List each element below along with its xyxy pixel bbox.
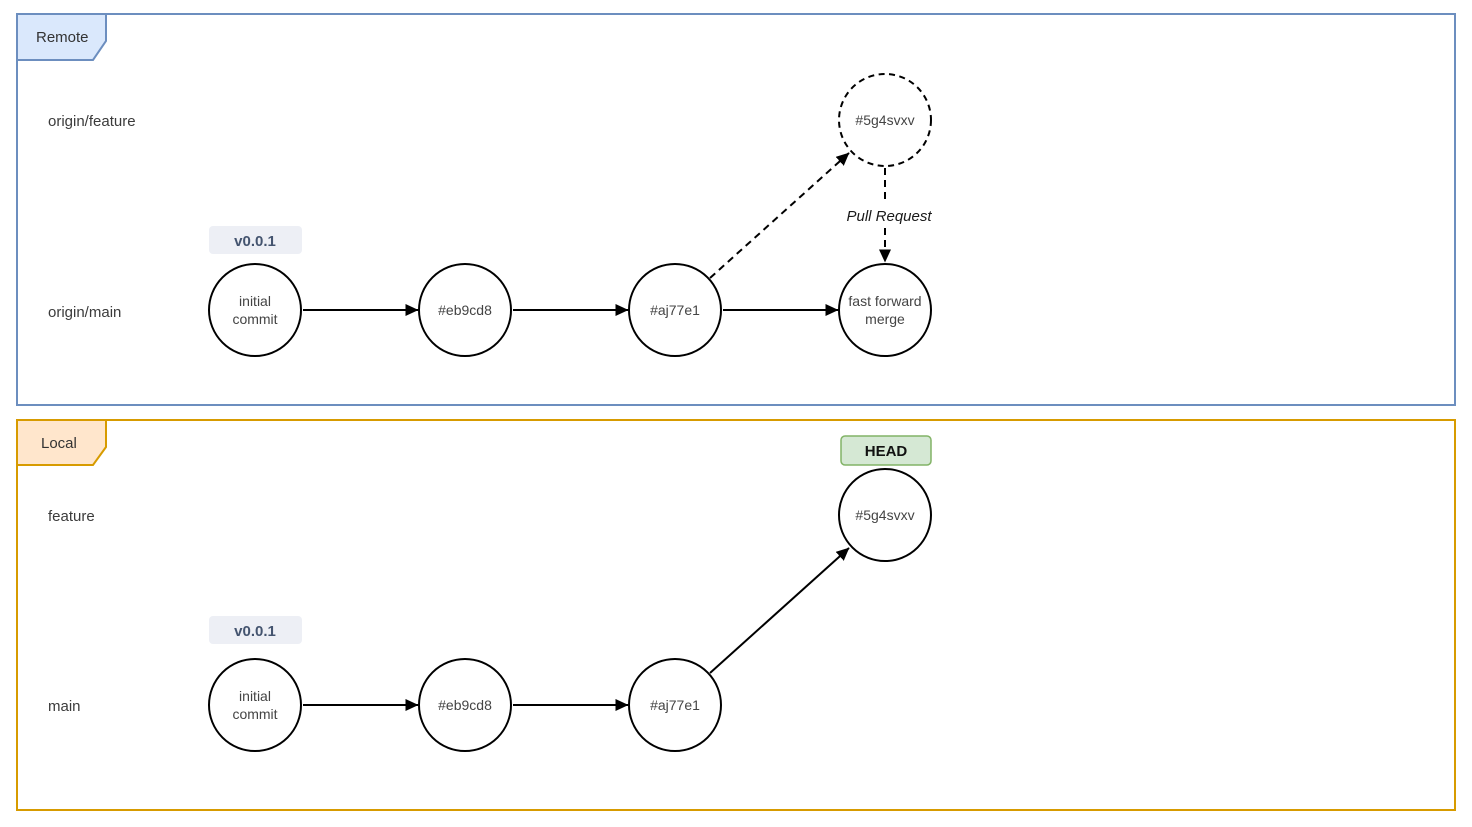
commit-label-line1: initial: [239, 293, 271, 309]
commit-circle: [838, 263, 932, 357]
edge-aj77e1-to-5g4svxv-local: [709, 547, 850, 674]
commit-circle-dashed: [838, 73, 932, 167]
commit-label-line2: merge: [865, 311, 905, 327]
local-version-tag-label: v0.0.1: [234, 623, 276, 640]
pull-request-label-mask: [843, 204, 935, 224]
commit-label: #eb9cd8: [438, 697, 492, 713]
lane-label-main: main: [48, 698, 81, 715]
commit-circle: [838, 468, 932, 562]
commit-circle: [628, 658, 722, 752]
commit-label: #5g4svxv: [855, 507, 914, 523]
node-remote-aj77e1: #aj77e1: [628, 263, 722, 357]
commit-circle: [208, 658, 302, 752]
commit-label-line1: fast forward: [848, 293, 921, 309]
commit-label-line2: commit: [232, 706, 277, 722]
local-panel: Local feature main v0.0.1 HEAD initial c…: [16, 419, 1456, 811]
remote-tab-label: Remote: [36, 29, 89, 46]
remote-version-tag-label: v0.0.1: [234, 233, 276, 250]
pull-request-label: Pull Request: [846, 208, 932, 225]
commit-label: #5g4svxv: [855, 112, 914, 128]
node-remote-eb9cd8: #eb9cd8: [418, 263, 512, 357]
remote-tab: [16, 13, 107, 61]
node-local-eb9cd8: #eb9cd8: [418, 658, 512, 752]
remote-version-tag: [209, 226, 302, 254]
lane-label-feature: feature: [48, 508, 95, 525]
commit-circle: [208, 263, 302, 357]
node-remote-initial-commit: initial commit: [208, 263, 302, 357]
lane-label-origin-feature: origin/feature: [48, 113, 136, 130]
head-badge: [840, 435, 932, 466]
head-badge-label: HEAD: [865, 443, 908, 460]
node-local-aj77e1: #aj77e1: [628, 658, 722, 752]
commit-circle: [418, 263, 512, 357]
remote-panel: Remote origin/feature origin/main v0.0.1…: [16, 13, 1456, 406]
node-local-initial-commit: initial commit: [208, 658, 302, 752]
commit-label: #aj77e1: [650, 302, 700, 318]
node-remote-fast-forward-merge: fast forward merge: [838, 263, 932, 357]
commit-label: #eb9cd8: [438, 302, 492, 318]
commit-circle: [628, 263, 722, 357]
local-panel-frame: [16, 419, 1456, 811]
commit-label-line2: commit: [232, 311, 277, 327]
local-tab: [16, 419, 107, 466]
local-version-tag: [209, 616, 302, 644]
lane-label-origin-main: origin/main: [48, 304, 121, 321]
local-tab-label: Local: [41, 435, 77, 452]
commit-circle: [418, 658, 512, 752]
commit-label: #aj77e1: [650, 697, 700, 713]
node-remote-5g4svxv-pending: #5g4svxv: [838, 73, 932, 167]
node-local-5g4svxv: #5g4svxv: [838, 468, 932, 562]
commit-label-line1: initial: [239, 688, 271, 704]
